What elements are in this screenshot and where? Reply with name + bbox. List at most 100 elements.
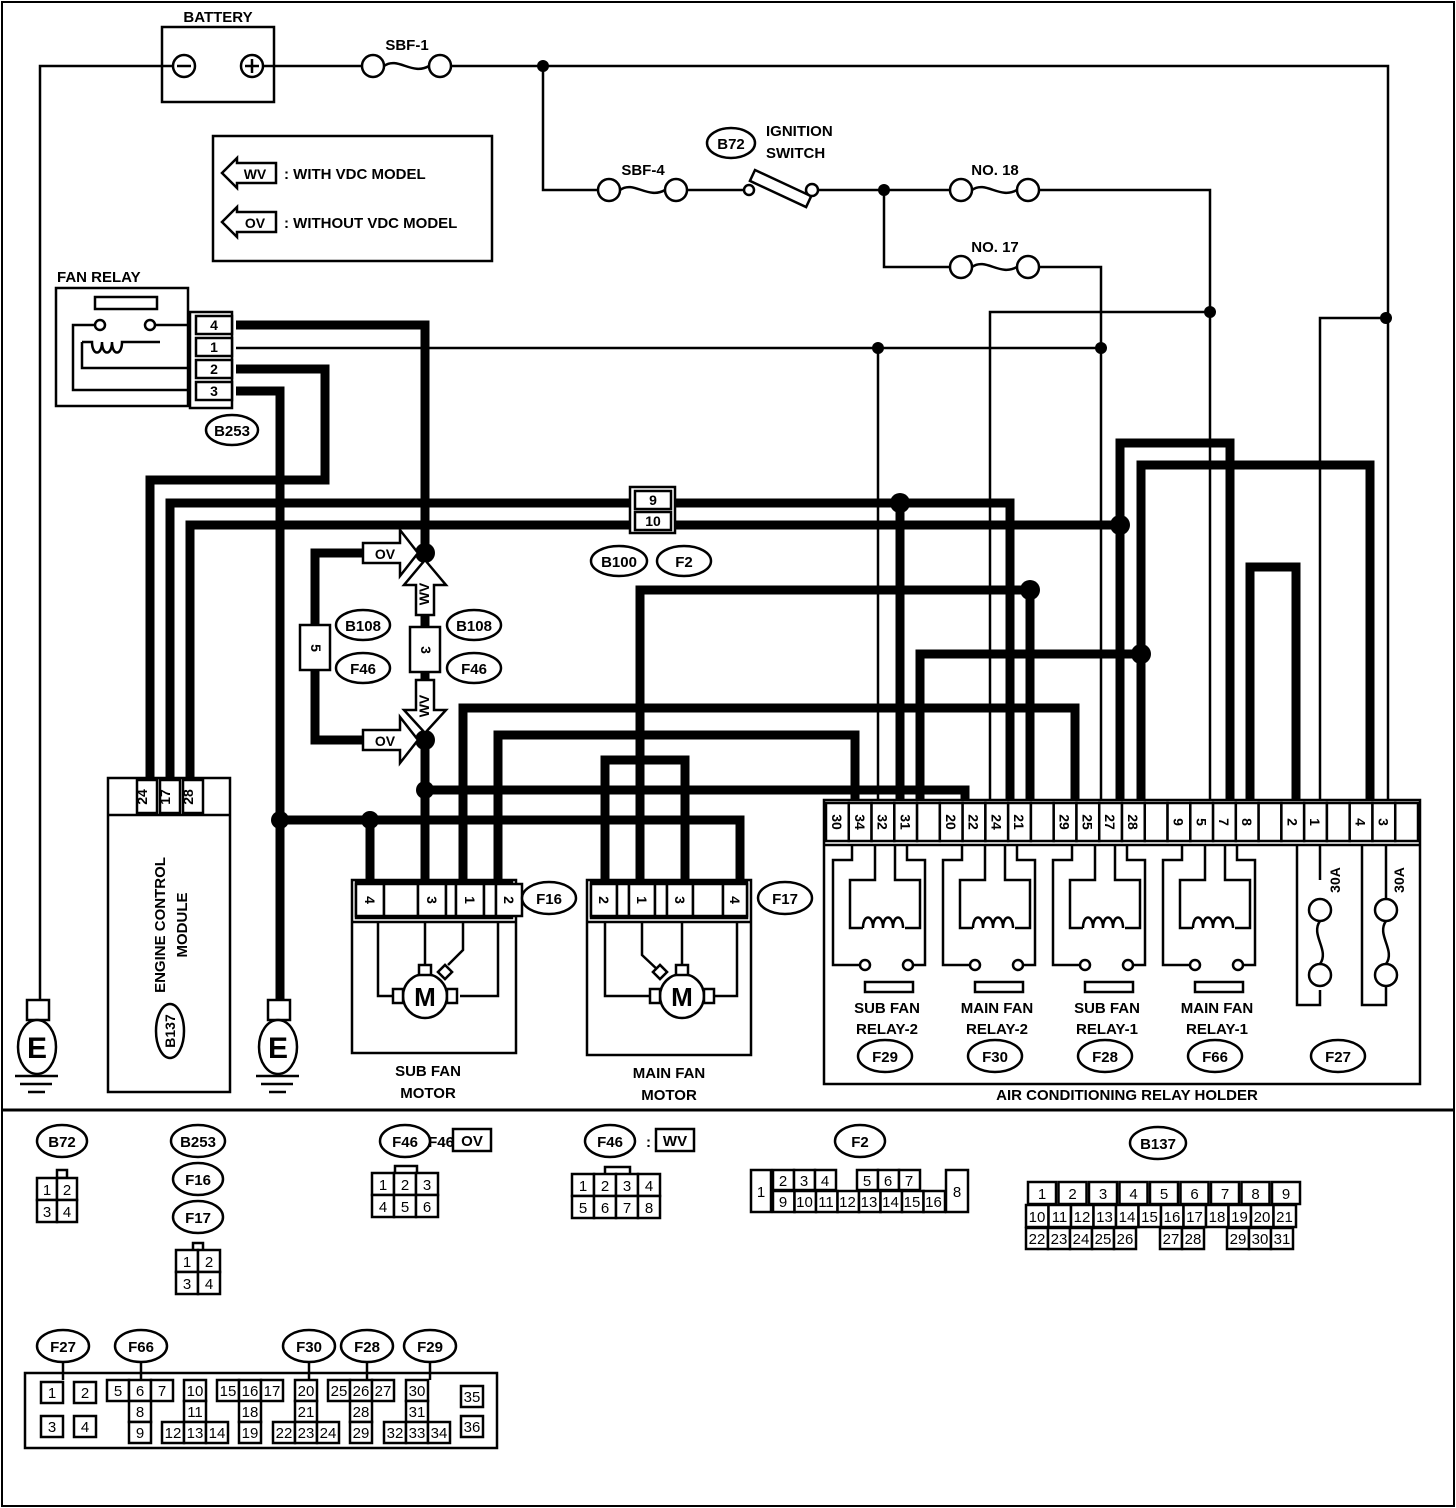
connector-tag-b72 bbox=[705, 126, 757, 160]
svg-text:4: 4 bbox=[821, 1173, 829, 1190]
svg-text:F46: F46 bbox=[392, 1134, 418, 1151]
svg-text:2: 2 bbox=[596, 896, 612, 904]
svg-text:RELAY-1: RELAY-1 bbox=[1186, 1021, 1248, 1038]
svg-text::: : bbox=[646, 1134, 651, 1151]
svg-text:4: 4 bbox=[63, 1204, 71, 1221]
junction-b108-wv: WV 3 WV B108 F46 bbox=[401, 558, 503, 735]
svg-text:4: 4 bbox=[1129, 1186, 1137, 1203]
pin-cell bbox=[72, 1414, 98, 1439]
svg-text:10: 10 bbox=[796, 1194, 813, 1211]
svg-text:30: 30 bbox=[409, 1383, 426, 1400]
connector-tag bbox=[35, 1123, 89, 1159]
svg-text:32: 32 bbox=[387, 1425, 404, 1442]
svg-text:27: 27 bbox=[375, 1383, 392, 1400]
svg-text:8: 8 bbox=[136, 1404, 144, 1421]
relay-label: SUB FAN bbox=[854, 1000, 920, 1017]
svg-text:M: M bbox=[671, 982, 693, 1012]
svg-text:24: 24 bbox=[988, 814, 1004, 830]
holder-pin-cell bbox=[1257, 801, 1283, 843]
battery-label: BATTERY bbox=[183, 9, 252, 26]
wv-arrow-icon bbox=[401, 678, 449, 735]
svg-text:WV: WV bbox=[416, 694, 432, 717]
svg-text:1: 1 bbox=[43, 1182, 51, 1199]
svg-text:14: 14 bbox=[1119, 1209, 1136, 1226]
junction-b108-ov: 5 OV OV B108 F46 bbox=[298, 526, 420, 767]
svg-text:35: 35 bbox=[464, 1389, 481, 1406]
svg-text:2: 2 bbox=[205, 1254, 213, 1271]
relay-label: MAIN FAN bbox=[1181, 1000, 1254, 1017]
connector-tag-f27 bbox=[1309, 1038, 1367, 1074]
svg-text:23: 23 bbox=[298, 1425, 315, 1442]
legend-wv-text: : WITH VDC MODEL bbox=[284, 166, 426, 183]
svg-text:9: 9 bbox=[136, 1425, 144, 1442]
svg-text:24: 24 bbox=[134, 789, 150, 805]
pin-cell bbox=[444, 882, 458, 918]
svg-text:1: 1 bbox=[757, 1184, 765, 1201]
pin-cell bbox=[459, 1414, 485, 1439]
svg-text:MOTOR: MOTOR bbox=[400, 1085, 456, 1102]
svg-text:MOTOR: MOTOR bbox=[641, 1087, 697, 1104]
svg-text:13: 13 bbox=[187, 1425, 204, 1442]
svg-text:E: E bbox=[268, 1032, 288, 1065]
svg-text:13: 13 bbox=[1096, 1209, 1113, 1226]
svg-text:5: 5 bbox=[1193, 818, 1209, 826]
svg-text:31: 31 bbox=[409, 1404, 426, 1421]
fuse-no18-label: NO. 18 bbox=[971, 162, 1019, 179]
svg-text:4: 4 bbox=[645, 1178, 653, 1195]
ground-icon bbox=[16, 1018, 58, 1076]
svg-text:1: 1 bbox=[183, 1254, 191, 1271]
ov-arrow-icon bbox=[220, 203, 278, 241]
fuse-no17: NO. 17 bbox=[948, 239, 1041, 280]
svg-text:24: 24 bbox=[320, 1425, 337, 1442]
svg-text:16: 16 bbox=[242, 1383, 259, 1400]
svg-text:2: 2 bbox=[501, 896, 517, 904]
svg-text:12: 12 bbox=[1074, 1209, 1091, 1226]
svg-text:F46: F46 bbox=[350, 661, 376, 678]
sub-fan-motor-label: SUB FAN bbox=[395, 1063, 461, 1080]
svg-text:F46: F46 bbox=[428, 1134, 454, 1151]
svg-text:9: 9 bbox=[1171, 818, 1187, 826]
svg-text:15: 15 bbox=[1141, 1209, 1158, 1226]
svg-text:4: 4 bbox=[362, 896, 378, 904]
svg-text:1: 1 bbox=[579, 1178, 587, 1195]
legend: WV : WITH VDC MODEL OV : WITHOUT VDC MOD… bbox=[211, 134, 494, 263]
svg-text:7: 7 bbox=[1216, 818, 1232, 826]
relay-holder-label: AIR CONDITIONING RELAY HOLDER bbox=[996, 1087, 1258, 1104]
connector-tag bbox=[378, 1123, 432, 1159]
svg-text:2: 2 bbox=[1284, 818, 1300, 826]
svg-text:3: 3 bbox=[1099, 1186, 1107, 1203]
ignition-switch: B72 IGNITION SWITCH bbox=[705, 123, 833, 209]
fan-relay-pins: 4 1 2 3 bbox=[194, 314, 234, 402]
svg-text:B108: B108 bbox=[345, 618, 381, 635]
svg-text:22: 22 bbox=[966, 814, 982, 830]
fuse-sbf1-label: SBF-1 bbox=[385, 37, 428, 54]
pin-cell bbox=[315, 1420, 341, 1445]
svg-text:3: 3 bbox=[800, 1173, 808, 1190]
svg-text:28: 28 bbox=[353, 1404, 370, 1421]
svg-text:1: 1 bbox=[48, 1385, 56, 1402]
svg-text:28: 28 bbox=[1185, 1231, 1202, 1248]
pin-cell bbox=[482, 882, 498, 918]
pin-cell bbox=[196, 1270, 222, 1296]
svg-text:5: 5 bbox=[579, 1200, 587, 1217]
svg-text:B253: B253 bbox=[214, 423, 250, 440]
pin-cell bbox=[653, 882, 669, 918]
svg-text:18: 18 bbox=[1209, 1209, 1226, 1226]
svg-text:3: 3 bbox=[418, 646, 434, 654]
svg-text:31: 31 bbox=[897, 814, 913, 830]
svg-text:F16: F16 bbox=[536, 891, 562, 908]
pin-cell bbox=[237, 1420, 263, 1445]
svg-text:4: 4 bbox=[379, 1199, 387, 1216]
svg-text:16: 16 bbox=[1164, 1209, 1181, 1226]
svg-text:1: 1 bbox=[1307, 818, 1323, 826]
svg-text:3: 3 bbox=[672, 896, 688, 904]
pin-cell bbox=[370, 1378, 396, 1403]
wv-tag bbox=[654, 1127, 696, 1153]
svg-text:6: 6 bbox=[884, 1173, 892, 1190]
pin-cell bbox=[39, 1380, 65, 1405]
